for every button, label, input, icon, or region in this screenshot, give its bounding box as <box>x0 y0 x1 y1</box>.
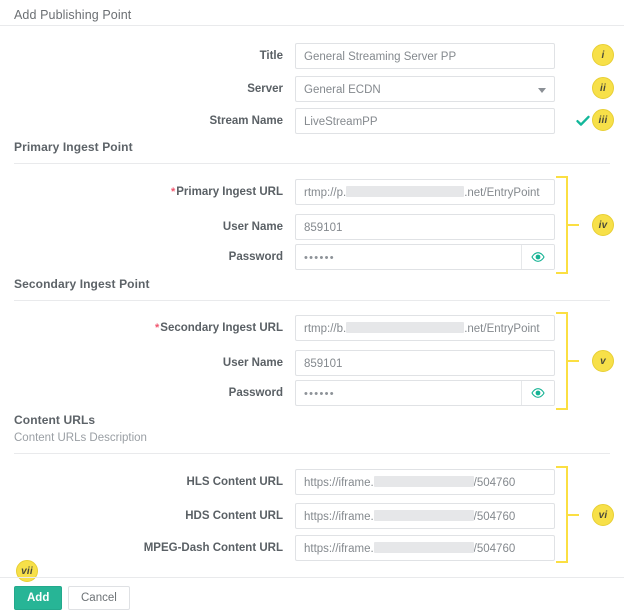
form-row-server: Server General ECDN <box>0 76 624 102</box>
redacted-segment <box>373 510 474 522</box>
page-title: Add Publishing Point <box>14 8 132 22</box>
annotation-bracket-iv-tick <box>568 224 579 226</box>
label-secondary-password: Password <box>228 387 283 399</box>
annotation-badge-vii: vii <box>16 560 38 582</box>
form-row-primary-ingest-url: *Primary Ingest URL rtmp://p..net/EntryP… <box>0 179 624 205</box>
eye-icon <box>531 252 545 262</box>
form-row-dash-content-url: MPEG-Dash Content URL https://iframe./50… <box>0 535 624 561</box>
secondary-username-input[interactable]: 859101 <box>295 350 555 376</box>
hds-content-url-input[interactable]: https://iframe./504760 <box>295 503 555 529</box>
redacted-segment <box>346 186 465 198</box>
form-row-title: Title General Streaming Server PP <box>0 43 624 69</box>
annotation-bracket-v-tick <box>568 360 579 362</box>
label-server: Server <box>247 83 283 95</box>
annotation-bracket-vi <box>556 466 568 563</box>
server-select-value: General ECDN <box>304 84 381 96</box>
hls-content-url-value: https://iframe./504760 <box>304 476 516 489</box>
label-secondary-username: User Name <box>222 357 283 369</box>
form-row-primary-password: Password •••••• <box>0 244 624 270</box>
primary-username-input[interactable]: 859101 <box>295 214 555 240</box>
redacted-segment <box>373 542 474 554</box>
label-primary-ingest-url: *Primary Ingest URL <box>170 186 283 198</box>
section-heading-content-urls: Content URLs <box>14 413 96 427</box>
add-button[interactable]: Add <box>14 586 63 610</box>
label-primary-username: User Name <box>222 221 283 233</box>
annotation-badge-iv: iv <box>592 214 614 236</box>
required-asterisk: * <box>170 186 176 198</box>
dash-content-url-input[interactable]: https://iframe./504760 <box>295 535 555 561</box>
form-row-secondary-username: User Name 859101 <box>0 350 624 376</box>
annotation-bracket-vi-tick <box>568 514 579 516</box>
secondary-ingest-url-input[interactable]: rtmp://b..net/EntryPoint <box>295 315 555 341</box>
primary-password-value: •••••• <box>304 252 335 264</box>
server-select[interactable]: General ECDN <box>295 76 555 102</box>
section-divider-content-urls <box>14 453 610 454</box>
annotation-badge-vi: vi <box>592 504 614 526</box>
redacted-segment <box>373 476 474 488</box>
secondary-username-value: 859101 <box>304 358 343 370</box>
eye-icon <box>531 388 545 398</box>
section-heading-primary: Primary Ingest Point <box>14 140 133 154</box>
check-icon <box>575 113 591 129</box>
redacted-segment <box>346 322 465 334</box>
primary-username-value: 859101 <box>304 222 343 234</box>
label-secondary-ingest-url: *Secondary Ingest URL <box>155 322 283 334</box>
stream-name-input[interactable]: LiveStreamPP <box>295 108 555 134</box>
cancel-button[interactable]: Cancel <box>68 586 130 610</box>
annotation-bracket-iv <box>556 176 568 274</box>
label-title: Title <box>259 50 283 62</box>
hls-content-url-input[interactable]: https://iframe./504760 <box>295 469 555 495</box>
label-stream-name: Stream Name <box>209 115 283 127</box>
annotation-badge-ii: ii <box>592 77 614 99</box>
form-row-hls-content-url: HLS Content URL https://iframe./504760 <box>0 469 624 495</box>
title-input[interactable]: General Streaming Server PP <box>295 43 555 69</box>
primary-password-input[interactable]: •••••• <box>295 244 555 270</box>
title-divider <box>0 25 624 26</box>
section-divider-secondary <box>14 300 610 301</box>
primary-password-reveal-button[interactable] <box>521 245 554 269</box>
chevron-down-icon <box>538 88 546 93</box>
form-row-secondary-password: Password •••••• <box>0 380 624 406</box>
label-hds-content-url: HDS Content URL <box>185 510 283 522</box>
secondary-password-value: •••••• <box>304 388 335 400</box>
primary-ingest-url-value: rtmp://p..net/EntryPoint <box>304 186 540 199</box>
form-row-hds-content-url: HDS Content URL https://iframe./504760 <box>0 503 624 529</box>
dash-content-url-value: https://iframe./504760 <box>304 542 516 555</box>
secondary-password-input[interactable]: •••••• <box>295 380 555 406</box>
primary-ingest-url-input[interactable]: rtmp://p..net/EntryPoint <box>295 179 555 205</box>
annotation-badge-i: i <box>592 44 614 66</box>
annotation-badge-v: v <box>592 350 614 372</box>
form-row-stream-name: Stream Name LiveStreamPP <box>0 108 624 134</box>
section-description-content-urls: Content URLs Description <box>14 432 147 444</box>
annotation-bracket-v <box>556 312 568 410</box>
hds-content-url-value: https://iframe./504760 <box>304 510 516 523</box>
footer-divider <box>0 577 624 578</box>
section-heading-secondary: Secondary Ingest Point <box>14 277 150 291</box>
secondary-ingest-url-value: rtmp://b..net/EntryPoint <box>304 322 540 335</box>
secondary-password-reveal-button[interactable] <box>521 381 554 405</box>
stream-name-input-value: LiveStreamPP <box>304 116 378 128</box>
section-divider-primary <box>14 163 610 164</box>
form-row-secondary-ingest-url: *Secondary Ingest URL rtmp://b..net/Entr… <box>0 315 624 341</box>
form-row-primary-username: User Name 859101 <box>0 214 624 240</box>
label-dash-content-url: MPEG-Dash Content URL <box>143 542 283 554</box>
label-hls-content-url: HLS Content URL <box>186 476 283 488</box>
annotation-badge-iii: iii <box>592 109 614 131</box>
required-asterisk: * <box>155 322 160 334</box>
title-input-value: General Streaming Server PP <box>304 51 457 63</box>
label-primary-password: Password <box>228 251 283 263</box>
